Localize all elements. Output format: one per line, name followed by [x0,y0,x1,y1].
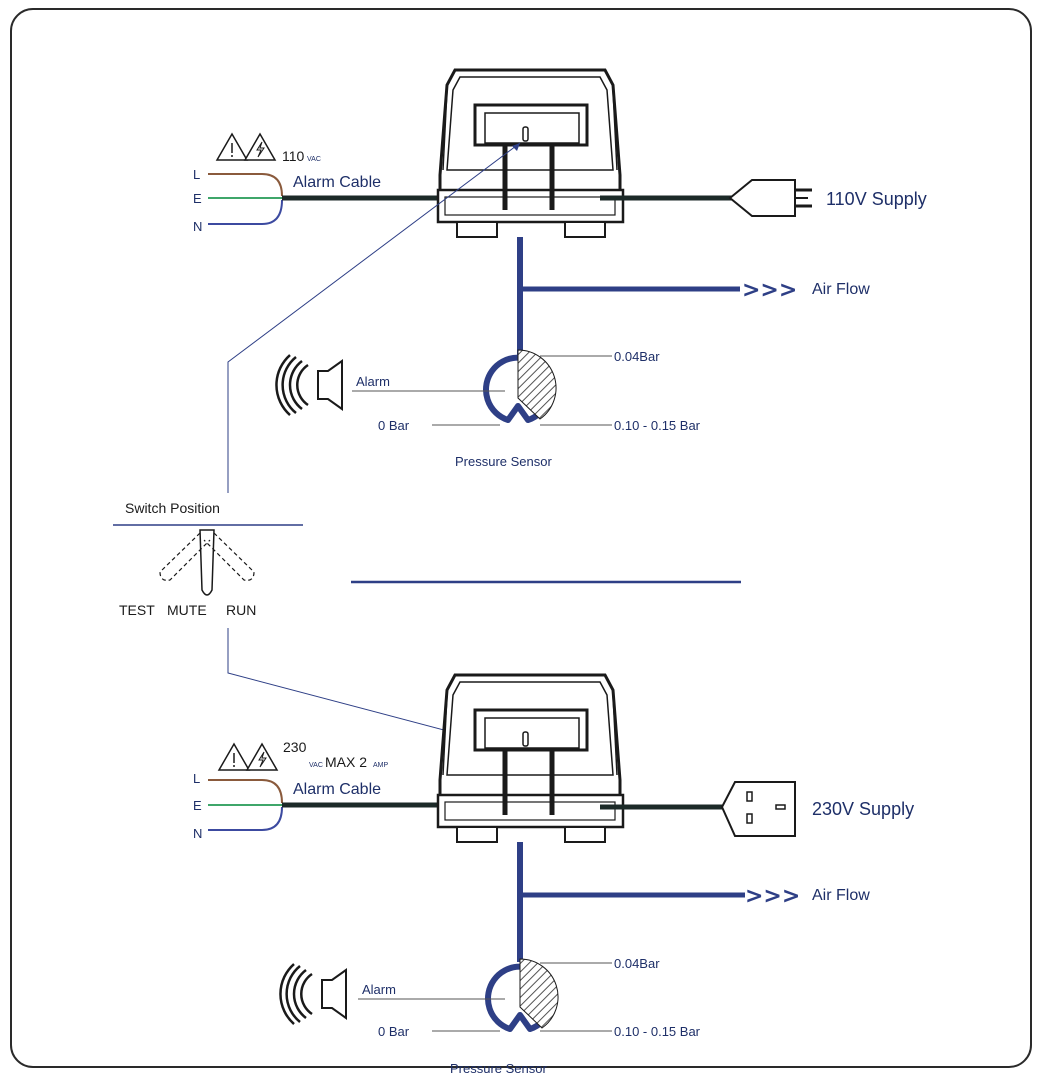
top-voltage: 110 [282,148,305,164]
bottom-supply-label: 230V Supply [812,799,914,819]
switch-pos-test: TEST [119,602,155,618]
bottom-sensor-caption: Pressure Sensor [450,1061,547,1076]
bottom-air-pump [438,675,623,842]
switch-lever-run [203,532,255,581]
bottom-low-label: 0.04Bar [614,956,660,971]
top-air-pump [438,70,623,237]
top-zero-label: 0 Bar [378,418,410,433]
top-supply-label: 110V Supply [826,189,927,209]
switch-lever-mute [199,529,215,596]
top-range-label: 0.10 - 0.15 Bar [614,418,701,433]
switch-pos-mute: MUTE [167,602,207,618]
us-plug-icon [728,179,812,217]
bottom-alarm-label: Alarm [362,982,396,997]
bottom-max-label: MAX 2 [325,754,367,770]
top-wire-n: N [193,219,202,234]
bottom-voltage: 230 [283,739,307,755]
top-low-label: 0.04Bar [614,349,660,364]
switch-pos-run: RUN [226,602,256,618]
top-air-flow-label: Air Flow [812,281,870,298]
switch-lever-test [159,532,211,581]
bottom-live-wire [208,779,283,804]
bottom-wire-l: L [193,771,200,786]
top-unit: 110 VAC L E N Alarm Cable 110V Supply >>… [193,70,927,469]
bottom-unit: 230 VAC MAX 2 AMP L E N Alarm Cable 230V… [193,675,914,1076]
top-alarm-cable-label: Alarm Cable [293,174,381,191]
switch-position: Switch Position TEST MUTE RUN [113,500,303,618]
bottom-air-flow-arrows: >>> [745,884,800,909]
bottom-wire-n: N [193,826,202,841]
bottom-alarm-cable-label: Alarm Cable [293,781,381,798]
bottom-zero-label: 0 Bar [378,1024,410,1039]
bottom-range-label: 0.10 - 0.15 Bar [614,1024,701,1039]
top-sensor-caption: Pressure Sensor [455,454,552,469]
top-alarm-label: Alarm [356,374,390,389]
uk-plug-icon [720,781,796,837]
bottom-neutral-wire [208,806,283,831]
switch-leader-bottom [227,628,513,749]
top-wire-l: L [193,167,200,182]
top-live-wire [208,173,283,197]
top-air-flow-arrows: >>> [742,278,797,303]
top-voltage-unit: VAC [307,156,321,163]
switch-title: Switch Position [125,500,220,516]
bottom-wire-e: E [193,798,202,813]
bottom-voltage-unit: VAC [309,762,323,769]
top-neutral-wire [208,199,283,225]
switch-leader-top [227,142,521,493]
bottom-max-unit: AMP [373,762,389,769]
bottom-air-flow-label: Air Flow [812,887,870,904]
top-wire-e: E [193,191,202,206]
